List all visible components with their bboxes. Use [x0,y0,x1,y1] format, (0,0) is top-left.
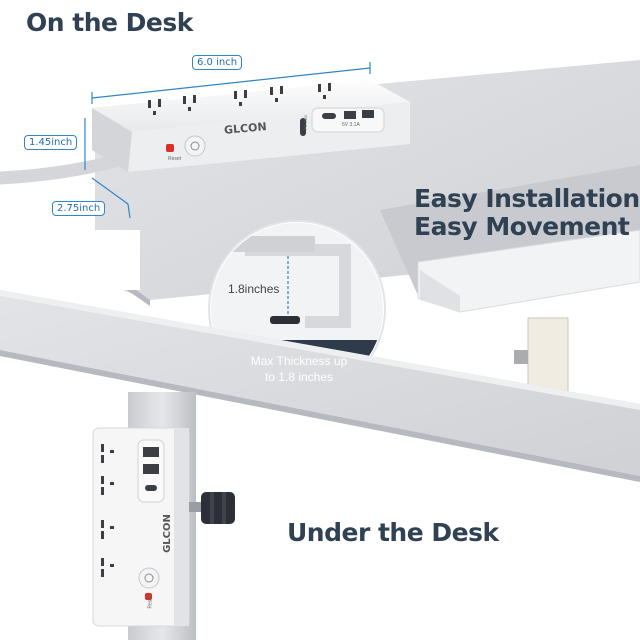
height-dimension-label: 1.45inch [24,135,78,150]
heading-under-the-desk: Under the Desk [287,518,499,547]
heading-easy-installation: Easy Installation [414,184,640,213]
usb-rating-label: 5V 3.1A [342,122,360,128]
clamp-gap-label: 1.8inches [228,282,280,296]
power-strip-top [92,80,410,172]
reset-label-top: Reset [168,156,182,162]
power-strip-side [92,427,190,627]
dimension-lines [84,62,371,219]
inset-caption-line1: Max Thickness up [250,354,348,368]
ac-outlet-row [148,83,331,115]
power-cord [0,155,119,185]
heading-easy-movement: Easy Movement [414,212,630,241]
ac-outlet-column [101,444,114,577]
depth-dimension-label: 2.75inch [52,201,106,216]
heading-on-the-desk: On the Desk [26,8,193,37]
pd-rating-label: PD 20W [302,115,308,130]
width-dimension-label: 6.0 inch [192,55,243,70]
brand-logo-side: GLCON [161,514,173,553]
usb-port-panel [300,107,385,136]
reset-label-side: Reset [147,595,154,609]
reset-button-top [166,144,174,152]
clamp-knob-side [189,492,235,524]
power-button-top [184,135,206,157]
power-button-side [138,567,160,589]
inset-caption-line2: to 1.8 inches [264,370,334,384]
reset-button-side [145,593,152,600]
